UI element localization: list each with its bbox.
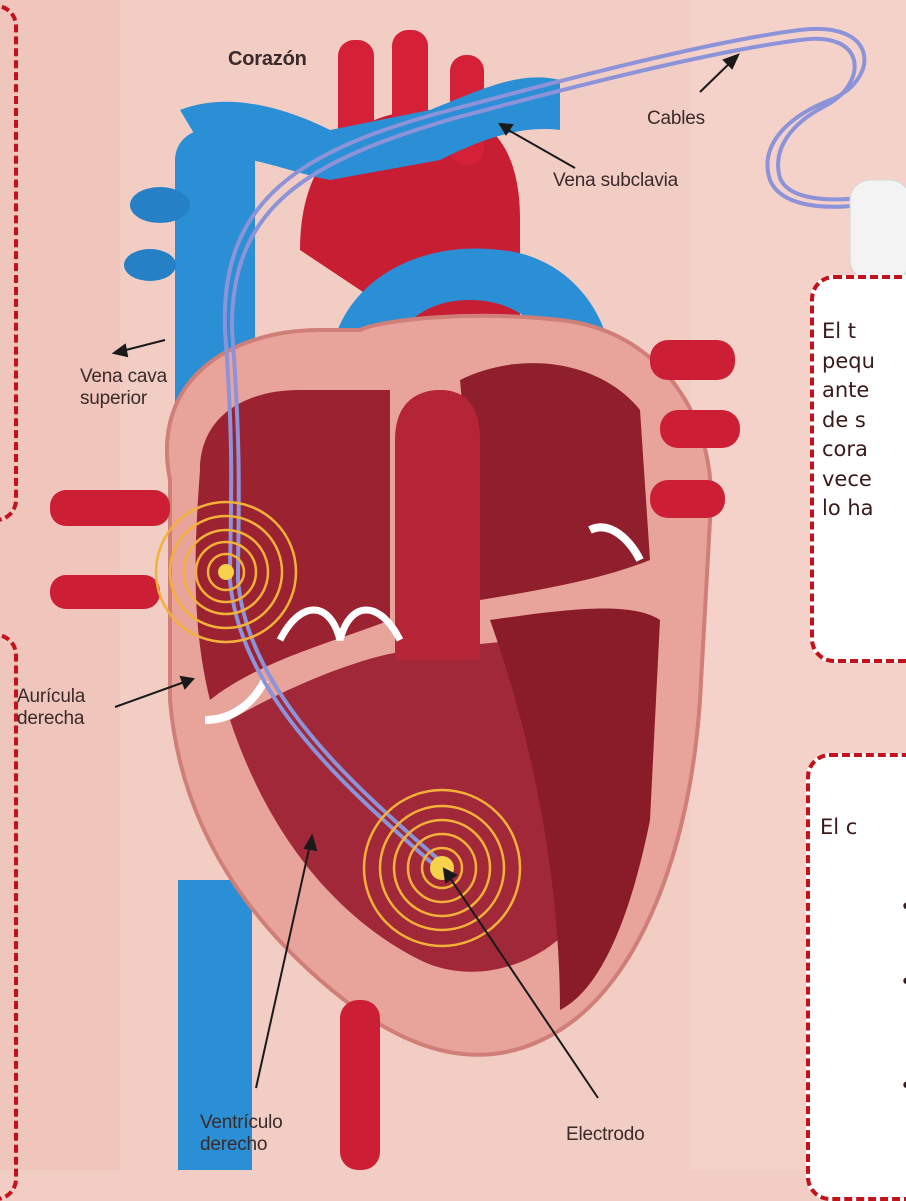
info-card-top: El t pequ ante de s cora vece lo ha — [810, 275, 906, 663]
heart-diagram — [0, 0, 906, 1170]
card-top-line-6: vece — [822, 465, 906, 495]
label-vena-cava-line2: superior — [80, 388, 167, 410]
card-top-line-5: cora — [822, 435, 906, 465]
label-ventriculo-line1: Ventrículo — [200, 1112, 283, 1134]
label-vena-cava-superior: Vena cava superior — [80, 366, 167, 410]
pacemaker-device — [850, 180, 906, 280]
label-cables: Cables — [647, 108, 705, 130]
card-top-line-2: pequ — [822, 347, 906, 377]
label-vena-subclavia: Vena subclavia — [553, 170, 678, 192]
label-auricula-line1: Aurícula — [17, 686, 85, 708]
left-frame-bottom — [0, 633, 18, 1201]
info-card-bottom: El c • • • — [806, 753, 906, 1201]
label-auricula-line2: derecha — [17, 708, 85, 730]
label-ventriculo-derecho: Ventrículo derecho — [200, 1112, 283, 1156]
label-vena-cava-line1: Vena cava — [80, 366, 167, 388]
card-bottom-bullet-2: • — [900, 970, 906, 995]
label-auricula-derecha: Aurícula derecha — [17, 686, 85, 730]
label-ventriculo-line2: derecho — [200, 1134, 283, 1156]
label-electrodo: Electrodo — [566, 1124, 644, 1146]
label-corazon: Corazón — [228, 48, 307, 70]
card-top-line-4: de s — [822, 406, 906, 436]
card-bottom-heading: El c — [820, 815, 857, 839]
info-card-top-text: El t pequ ante de s cora vece lo ha — [814, 279, 906, 524]
electrode-tip-atrium — [218, 564, 234, 580]
card-top-line-7: lo ha — [822, 494, 906, 524]
card-top-line-1: El t — [822, 317, 906, 347]
card-bottom-bullet-1: • — [900, 895, 906, 920]
left-frame-top — [0, 4, 18, 522]
card-top-line-3: ante — [822, 376, 906, 406]
card-bottom-bullet-3: • — [900, 1074, 906, 1099]
left-atrium — [460, 363, 650, 600]
